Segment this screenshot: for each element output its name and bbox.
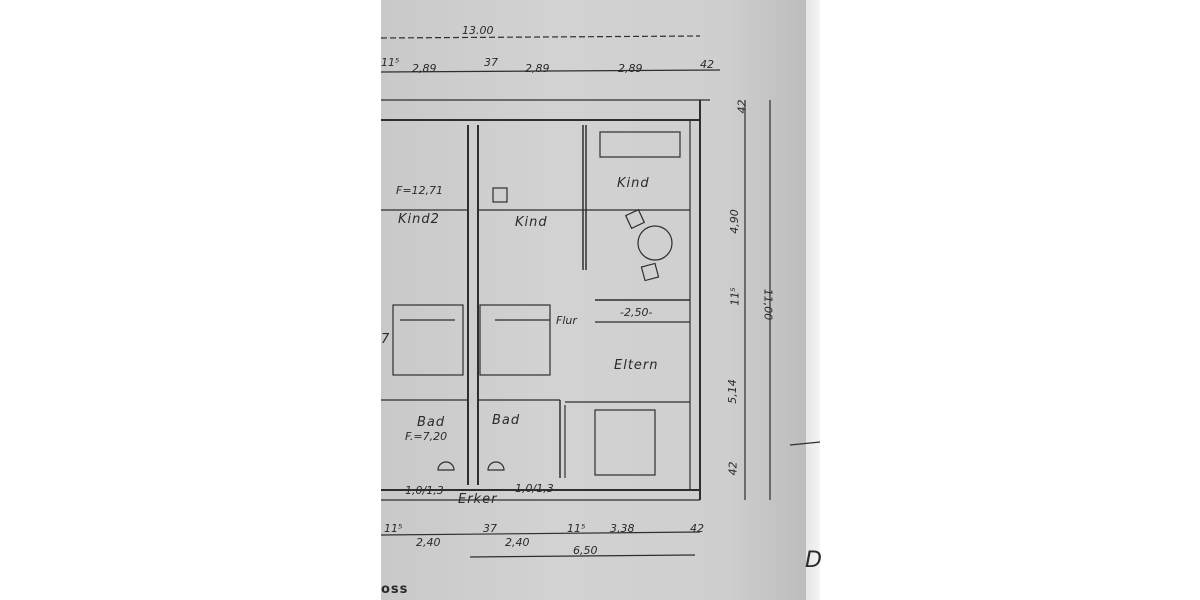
dim-top-3: 37 (484, 56, 498, 69)
room-area-bad: F.=7,20 (405, 430, 448, 443)
dim-eltern-width: -2,50- (620, 306, 653, 319)
dim-right-overall: 11,00 (761, 288, 775, 321)
paper-edge (806, 0, 820, 600)
dim-overall-width: 13.00 (462, 24, 494, 37)
dim-bottom-2: 2,40 (416, 536, 441, 549)
dim-top-2: 2,89 (412, 62, 437, 75)
room-label-kind2: Kind2 (398, 212, 440, 227)
dim-top-1: 11⁵ (381, 56, 400, 69)
dim-right-bottom-wall: 42 (726, 461, 740, 476)
dim-bottom-3: 37 (483, 522, 497, 535)
erker-label: Erker (458, 492, 498, 507)
dim-right-lower: 5,14 (725, 379, 739, 404)
dim-bottom-4: 2,40 (505, 536, 530, 549)
dim-top-5: 2,89 (618, 62, 643, 75)
window-left-label: 1,0/1,3 (405, 484, 444, 497)
room-label-flur: Flur (556, 314, 577, 327)
left-cut-label: 7 (381, 332, 391, 347)
dim-bottom-overall: 6,50 (573, 544, 598, 557)
room-label-kind-left: Kind (515, 215, 548, 230)
corner-text: oss (381, 582, 409, 597)
dim-bottom-7: 42 (690, 522, 704, 535)
dim-top-6: 42 (700, 58, 714, 71)
dim-bottom-5: 11⁵ (567, 522, 586, 535)
window-right-label: 1,0/1,3 (515, 482, 554, 495)
dim-right-upper: 4,90 (727, 209, 741, 234)
room-label-kind-right: Kind (617, 176, 650, 191)
room-label-eltern: Eltern (614, 358, 659, 373)
room-label-bad-left: Bad (417, 415, 446, 430)
dim-bottom-1: 11⁵ (384, 522, 403, 535)
dim-right-top-wall: 42 (735, 99, 749, 114)
room-label-bad-right: Bad (492, 413, 521, 428)
dim-top-4: 2,89 (525, 62, 550, 75)
room-area-kind2: F=12,71 (396, 184, 444, 197)
dim-bottom-6: 3,38 (610, 522, 635, 535)
dim-right-middle-wall: 11⁵ (728, 287, 742, 306)
margin-letter: D (805, 548, 822, 573)
